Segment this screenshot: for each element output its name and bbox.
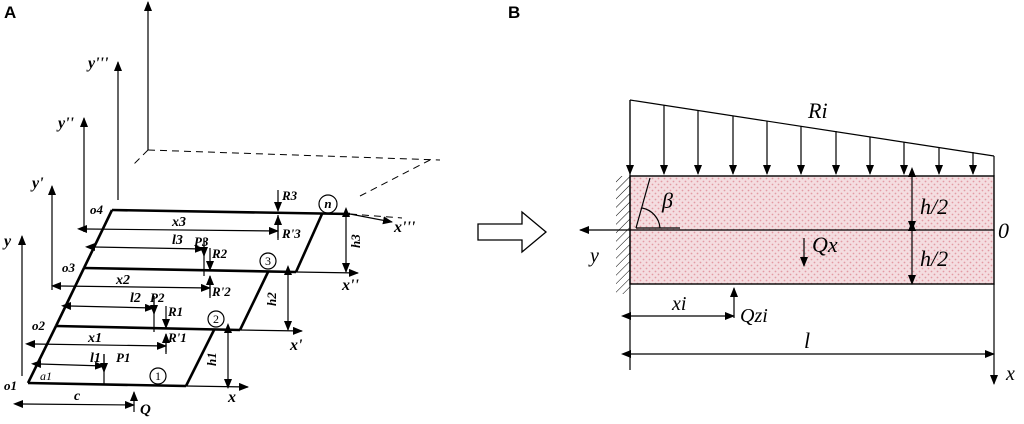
axis-x3-label: x''' [393, 219, 416, 236]
dim-x3: x3 [171, 215, 186, 230]
origin-o1: o1 [4, 378, 17, 393]
dim-a1: a1 [40, 369, 52, 383]
transition-arrow [477, 210, 548, 254]
dim-x2: x2 [115, 273, 130, 288]
origin-o4: o4 [90, 202, 104, 217]
origin-o3: o3 [62, 260, 76, 275]
axis-y1-label: y' [30, 175, 44, 192]
beta-line [635, 177, 651, 229]
dim-l1: l1 [90, 351, 101, 366]
plates [26, 208, 351, 388]
xi-label: xi [671, 293, 686, 315]
axis-x1-label: x' [289, 337, 303, 354]
half-bottom-label: h/2 [920, 246, 948, 271]
origin-o2: o2 [32, 318, 46, 333]
dim-c: c [74, 389, 81, 404]
force-R3: R3 [281, 188, 298, 203]
force-Rp2: R'2 [211, 284, 231, 299]
fixed-support [616, 176, 630, 294]
half-top-label: h/2 [920, 194, 948, 219]
axis-y-label: y [2, 233, 12, 250]
dim-h3: h3 [348, 234, 363, 248]
dim-l2: l2 [130, 291, 141, 306]
force-Rp3: R'3 [281, 226, 301, 241]
circled-3: 3 [265, 254, 271, 268]
y-axis-label: y [588, 245, 599, 267]
circled-markers [149, 194, 338, 385]
qzi-label: Qzi [740, 305, 768, 327]
zero-label: 0 [998, 218, 1009, 243]
dim-lines [13, 207, 350, 409]
force-R2: R2 [211, 246, 228, 261]
vertical-axes [18, 1, 152, 376]
force-P1: P1 [116, 350, 130, 365]
length-label: l [804, 328, 810, 353]
circled-1: 1 [155, 369, 161, 383]
circled-n: n [324, 196, 331, 211]
force-P3: P3 [194, 234, 209, 249]
axis-y2-label: y'' [56, 115, 75, 132]
axis-x2-label: x'' [341, 277, 359, 294]
force-Rp1: R'1 [167, 330, 187, 345]
dim-h1: h1 [204, 352, 219, 366]
dim-l3: l3 [172, 233, 183, 248]
panel-b-label: B [508, 3, 520, 22]
dim-x1: x1 [87, 331, 102, 346]
beta-label: β [661, 188, 673, 213]
panel-a-label: A [4, 3, 16, 22]
force-P2: P2 [150, 290, 165, 305]
axis-y3-label: y''' [86, 55, 109, 72]
dim-h2: h2 [264, 292, 279, 306]
x-axis-label: x [1005, 363, 1015, 385]
force-arrows [100, 190, 282, 412]
distributed-load [626, 99, 995, 176]
load-label: Ri [807, 98, 828, 123]
circled-2: 2 [213, 312, 219, 326]
force-R1: R1 [167, 304, 183, 319]
axis-x-label: x [227, 389, 236, 406]
qx-label: Qx [812, 232, 838, 257]
force-Q: Q [140, 402, 151, 418]
